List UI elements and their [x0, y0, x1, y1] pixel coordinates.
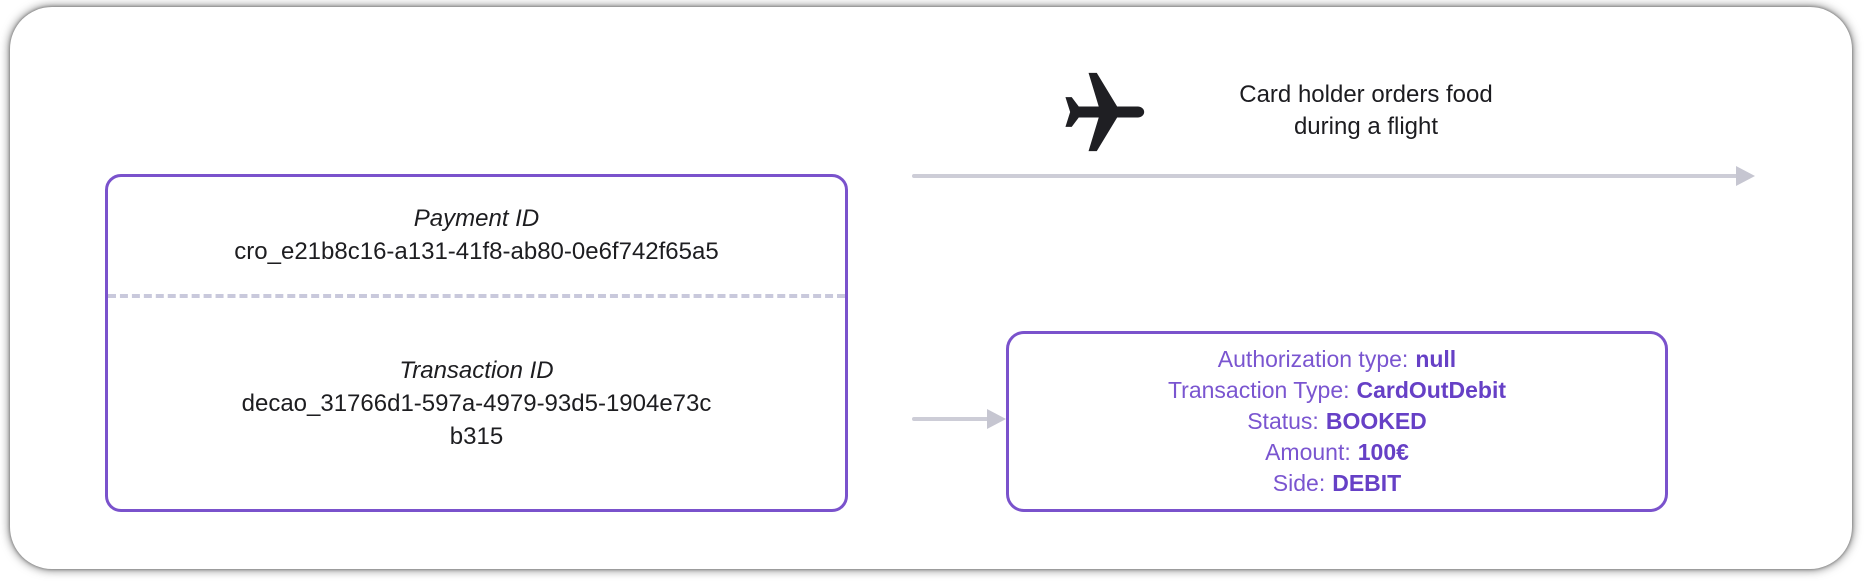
event-caption-line1: Card holder orders food — [1239, 81, 1493, 108]
payment-id-section: Payment ID cro_e21b8c16-a131-41f8-ab80-0… — [118, 177, 835, 293]
payment-id-label: Payment ID — [413, 205, 540, 232]
flow-arrow-to-details-line — [912, 417, 990, 421]
transaction-id-value-line1: decao_31766d1-597a-4979-93d5-1904e73c — [241, 389, 712, 417]
event-caption-line2: during a flight — [1293, 113, 1439, 140]
detail-side-label: Side: — [1272, 470, 1326, 496]
flow-arrow-to-details-head — [987, 409, 1006, 429]
payment-ids-box: Payment ID cro_e21b8c16-a131-41f8-ab80-0… — [105, 174, 848, 512]
transaction-details-box: Authorization type:null Transaction Type… — [1006, 331, 1668, 512]
flow-arrow-top-head — [1736, 166, 1755, 186]
detail-transaction-type-label: Transaction Type: — [1167, 377, 1350, 403]
event-caption: Card holder orders food during a flight — [1173, 79, 1559, 143]
detail-authorization-type-label: Authorization type: — [1217, 346, 1409, 372]
transaction-id-section: Transaction ID decao_31766d1-597a-4979-9… — [118, 297, 835, 509]
detail-status: Status:BOOKED — [1247, 406, 1427, 437]
transaction-id-label: Transaction ID — [399, 356, 554, 384]
transaction-id-value-line2: b315 — [449, 422, 504, 450]
flow-arrow-top-line — [912, 174, 1738, 178]
detail-amount-label: Amount: — [1265, 439, 1351, 465]
detail-status-value: BOOKED — [1325, 408, 1427, 434]
diagram-card: Payment ID cro_e21b8c16-a131-41f8-ab80-0… — [10, 7, 1852, 569]
detail-authorization-type-value: null — [1415, 346, 1457, 372]
detail-transaction-type: Transaction Type:CardOutDebit — [1168, 375, 1506, 406]
detail-side-value: DEBIT — [1332, 470, 1402, 496]
detail-amount: Amount:100€ — [1265, 437, 1409, 468]
detail-status-label: Status: — [1247, 408, 1319, 434]
detail-transaction-type-value: CardOutDebit — [1356, 377, 1507, 403]
payment-id-value: cro_e21b8c16-a131-41f8-ab80-0e6f742f65a5 — [234, 238, 719, 265]
dashed-divider — [108, 294, 845, 298]
detail-authorization-type: Authorization type:null — [1218, 344, 1456, 375]
airplane-icon — [1065, 72, 1145, 152]
detail-side: Side:DEBIT — [1273, 468, 1401, 499]
detail-amount-value: 100€ — [1357, 439, 1409, 465]
